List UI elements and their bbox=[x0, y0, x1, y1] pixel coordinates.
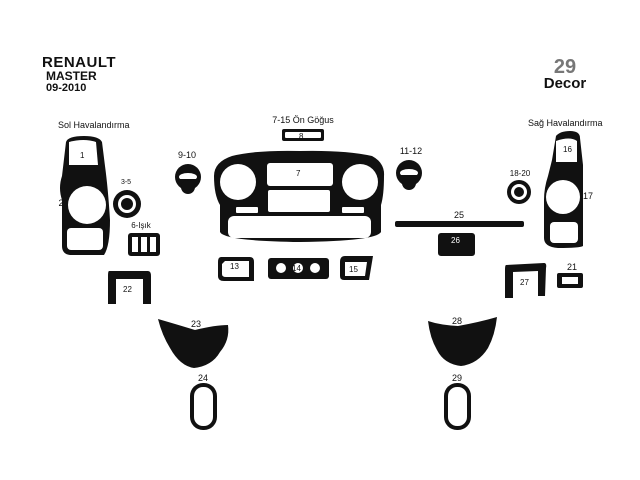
part-7-number: 7 bbox=[296, 169, 301, 178]
part-27-number: 27 bbox=[520, 278, 529, 287]
brand-years: 09-2010 bbox=[46, 82, 87, 94]
decor-number: 29 bbox=[553, 56, 577, 78]
label-p23: 23 bbox=[190, 319, 202, 329]
label-left-vent: Sol Havalandırma bbox=[58, 120, 130, 130]
brand-make: RENAULT bbox=[42, 54, 117, 71]
part-6-light-switch bbox=[128, 233, 160, 256]
part-26-number: 26 bbox=[451, 236, 460, 245]
label-p28: 28 bbox=[451, 316, 463, 326]
part-23 bbox=[158, 319, 229, 368]
label-right-vent: Sağ Havalandırma bbox=[528, 118, 603, 128]
part-16-number: 16 bbox=[563, 145, 572, 154]
label-p11-12: 11-12 bbox=[399, 146, 423, 156]
label-p21: 21 bbox=[566, 262, 578, 272]
part-8: 8 bbox=[282, 129, 324, 141]
part-28 bbox=[428, 317, 497, 366]
part-15-number: 15 bbox=[349, 265, 358, 274]
part-14: 14 bbox=[268, 258, 329, 279]
part-27: 27 bbox=[505, 263, 547, 298]
part-14-number: 14 bbox=[292, 264, 301, 273]
label-center-top: 7-15 Ön Göğus bbox=[272, 115, 334, 125]
part-8-number: 8 bbox=[299, 132, 304, 141]
part-11-12 bbox=[396, 160, 422, 190]
part-9-10 bbox=[175, 164, 201, 194]
label-p18-20: 18-20 bbox=[509, 169, 531, 178]
label-p29: 29 bbox=[451, 373, 463, 383]
part-3-5 bbox=[113, 190, 141, 218]
label-p24: 24 bbox=[197, 373, 209, 383]
part-13-number: 13 bbox=[230, 262, 239, 271]
part-16-17-right-vent: 16 bbox=[544, 131, 583, 248]
label-p2: 2 bbox=[58, 198, 64, 208]
part-24 bbox=[190, 383, 217, 430]
part-25 bbox=[395, 221, 524, 227]
part-29 bbox=[444, 383, 471, 430]
decor-badge: 29 Decor bbox=[540, 56, 590, 92]
part-13: 13 bbox=[218, 257, 254, 281]
part-18-20 bbox=[507, 180, 531, 204]
label-p9-10: 9-10 bbox=[177, 150, 197, 160]
brand-block: RENAULT MASTER 09-2010 bbox=[42, 54, 117, 94]
label-p17: 17 bbox=[582, 191, 594, 201]
part-15: 15 bbox=[340, 256, 373, 280]
label-p25: 25 bbox=[453, 210, 465, 220]
part-1-2-left-vent: 1 bbox=[60, 136, 110, 255]
label-p3-5: 3-5 bbox=[120, 179, 132, 186]
part-26: 26 bbox=[438, 233, 475, 256]
label-light: 6-Işık bbox=[131, 221, 151, 230]
part-22-number: 22 bbox=[123, 285, 132, 294]
brand-model: MASTER bbox=[46, 69, 97, 83]
part-21 bbox=[557, 273, 583, 288]
part-22: 22 bbox=[108, 271, 151, 304]
part-1-number: 1 bbox=[80, 151, 85, 160]
part-7: 7 bbox=[214, 150, 385, 242]
decor-word: Decor bbox=[543, 75, 587, 92]
